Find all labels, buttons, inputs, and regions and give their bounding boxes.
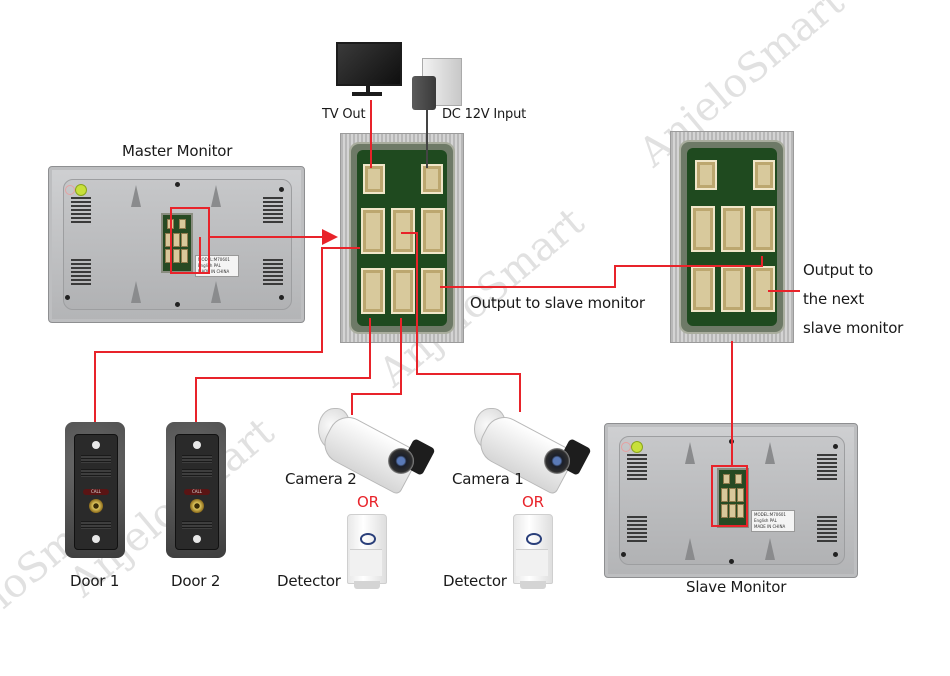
- connector-cam2: [391, 268, 415, 314]
- door2-label: Door 2: [171, 572, 221, 590]
- connector-dc: [421, 164, 443, 194]
- door-station-2: CALL: [166, 422, 226, 558]
- detector-label: Detector: [277, 572, 341, 590]
- connector-in: [751, 206, 775, 252]
- camera1-label: Camera 1: [452, 470, 524, 488]
- or-label: OR: [357, 493, 379, 511]
- door-station-1: CALL: [65, 422, 125, 558]
- connector-door1: [691, 206, 715, 252]
- connector-tv: [363, 164, 385, 194]
- connector-door2: [361, 268, 385, 314]
- detector-icon: [513, 514, 553, 589]
- output-to-slave-label: Output to slave monitor: [470, 294, 645, 312]
- connector-dc: [753, 160, 775, 190]
- camera2-label: Camera 2: [285, 470, 357, 488]
- connector-out: [751, 266, 775, 312]
- or-label: OR: [522, 493, 544, 511]
- connector-cam1: [721, 206, 745, 252]
- connector-door1: [361, 208, 385, 254]
- tv-out-label: TV Out: [322, 107, 366, 122]
- door1-label: Door 1: [70, 572, 120, 590]
- slave-monitor-label: Slave Monitor: [686, 578, 787, 596]
- master-connector-board: [340, 133, 464, 343]
- connector-door2: [691, 266, 715, 312]
- detector-icon: [347, 514, 387, 589]
- detector-label: Detector: [443, 572, 507, 590]
- connector-cam1: [391, 208, 415, 254]
- slave-connector-board: [670, 131, 794, 343]
- master-monitor-label: Master Monitor: [122, 142, 233, 160]
- connector-tv: [695, 160, 717, 190]
- output-next-label: Output to the next slave monitor: [803, 261, 904, 337]
- dc-input-label: DC 12V Input: [442, 107, 527, 122]
- connector-in: [421, 208, 445, 254]
- connector-cam2: [721, 266, 745, 312]
- connector-out: [421, 268, 445, 314]
